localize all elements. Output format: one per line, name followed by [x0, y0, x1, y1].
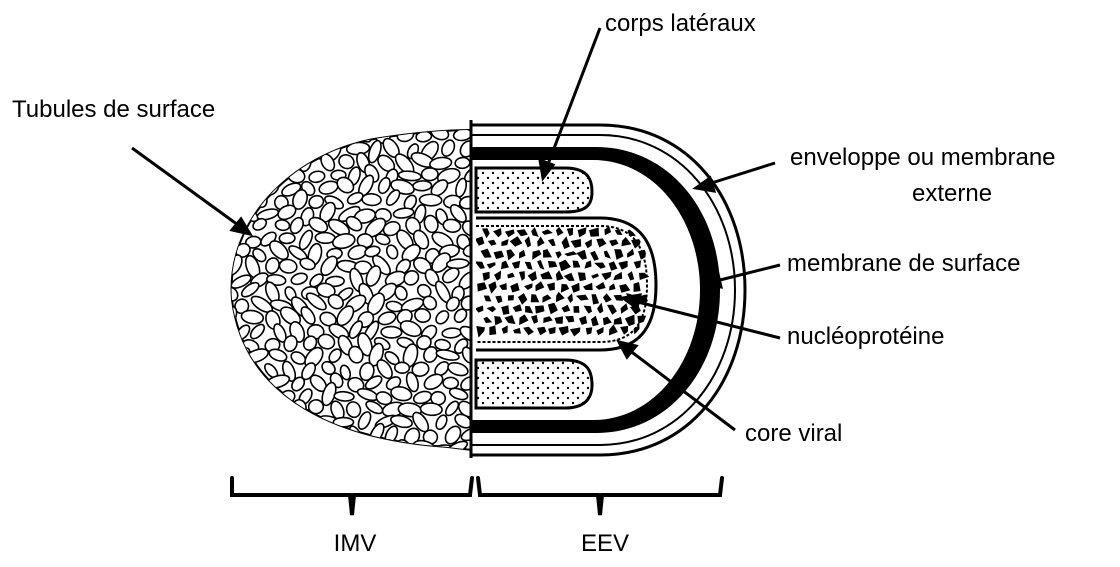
label-lateral-bodies: corps latéraux	[605, 10, 756, 38]
label-surface-membrane: membrane de surface	[787, 250, 1020, 278]
label-nucleoprotein: nucléoprotéine	[787, 323, 944, 351]
label-envelope: enveloppe ou membrane	[790, 144, 1056, 172]
label-viral-core: core viral	[745, 420, 842, 448]
label-tubules: Tubules de surface	[12, 96, 215, 124]
label-imv: IMV	[315, 530, 395, 558]
label-eev: EEV	[565, 530, 645, 558]
label-envelope-line2: externe	[912, 180, 992, 208]
